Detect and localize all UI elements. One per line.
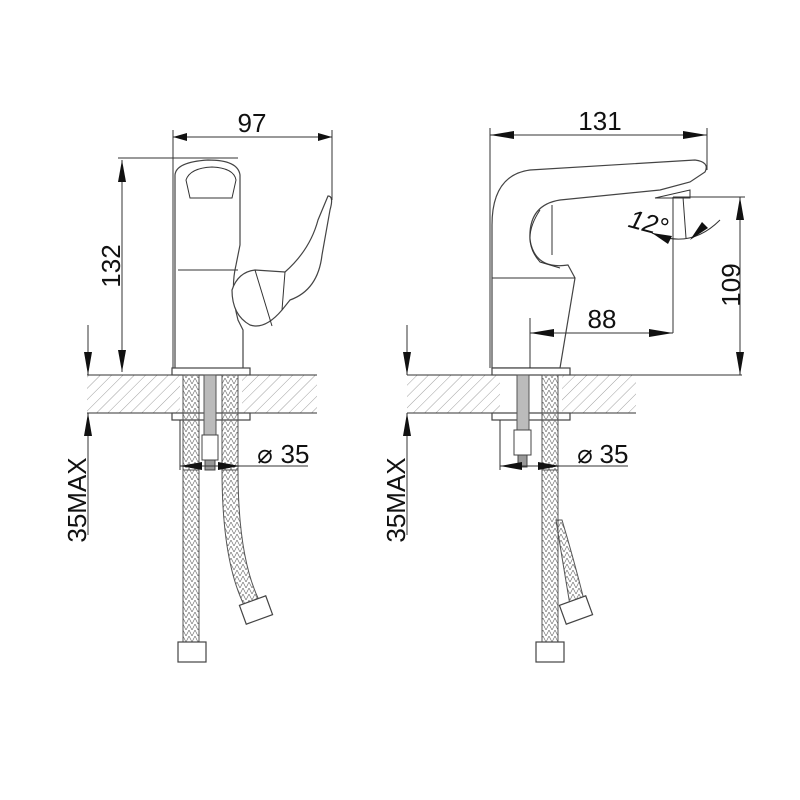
dimension-88: 88 [529,197,674,368]
left-view: 97 132 35MAX ⌀ 35 [62,108,333,663]
dimension-hole-35: ⌀ 35 [179,420,310,470]
diameter-symbol: ⌀ [577,439,593,469]
counter-top [407,374,742,414]
dimension-97: 97 [172,108,333,368]
diameter-symbol: ⌀ [257,439,273,469]
height-dim-label: 132 [96,244,126,287]
hoses [177,469,274,663]
hoses [535,469,594,663]
hose-nut [177,641,207,663]
mounting-hardware [182,374,239,471]
mounting-hardware [513,374,559,471]
right-view: 131 109 88 12° 35 [381,106,746,663]
dimension-109: 109 [673,196,746,375]
dimension-132: 132 [96,157,238,372]
hose-nut [558,595,594,625]
counter-max-dim-label: 35MAX [62,457,92,542]
faucet-body [171,159,333,421]
spout-reach-dim-label: 88 [588,304,617,334]
dimension-hole-35: ⌀ 35 [499,420,629,470]
counter-max-dim-label: 35MAX [381,457,411,542]
width-dim-label: 97 [238,108,267,138]
counter-top [87,374,317,414]
angle-dim-label: 12° [626,203,672,242]
dimension-131: 131 [489,106,708,368]
dimension-35max: 35MAX [381,325,411,543]
hole-dim-label: 35 [281,439,310,469]
hose-nut [535,641,565,663]
dimension-35max: 35MAX [62,325,92,543]
hose-nut [238,595,274,625]
spout-height-dim-label: 109 [716,263,746,306]
hole-dim-label: 35 [600,439,629,469]
reach-dim-label: 131 [578,106,621,136]
